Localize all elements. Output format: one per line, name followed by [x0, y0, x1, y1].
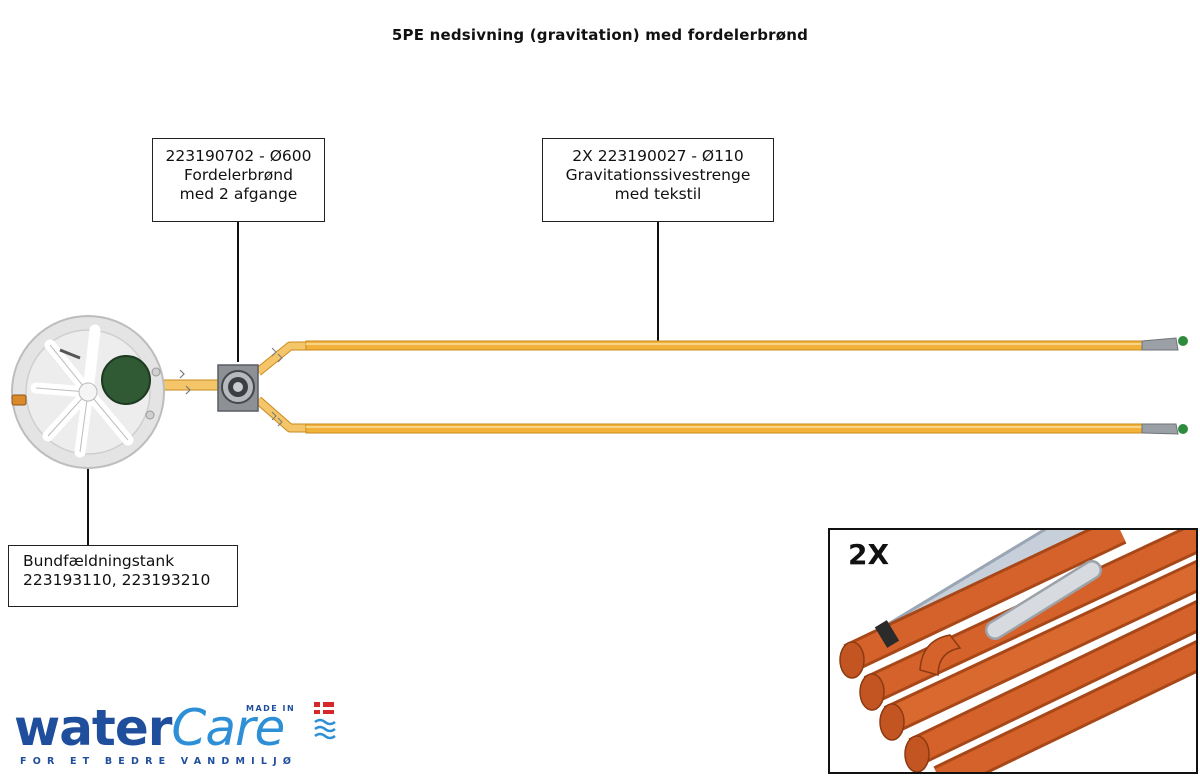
label-strands-line2: Gravitationssivestrenge [565, 166, 751, 184]
inset-count-label: 2X [848, 538, 890, 571]
distribution-well [217, 364, 259, 412]
label-septic-tank: Bundfældningstank 223193110, 223193210 [8, 545, 238, 607]
label-seepage-strands: 2X 223190027 - Ø110 Gravitationssivestre… [542, 138, 774, 222]
seepage-strand-lower [305, 423, 1188, 435]
label-distribution-well: 223190702 - Ø600 Fordelerbrønd med 2 afg… [152, 138, 325, 222]
end-cap-upper [1178, 336, 1188, 346]
logo-word-water: water [14, 699, 172, 757]
watercare-logo: waterCare MADE IN FOR ET BEDRE VANDMILJØ [14, 699, 336, 770]
label-well-line1: 223190702 - Ø600 [165, 147, 312, 165]
septic-tank [11, 315, 165, 469]
label-strands-line3: med tekstil [614, 185, 702, 203]
logo-made-in: MADE IN [246, 704, 296, 713]
tank-lid [101, 355, 151, 405]
label-tank-line2: 223193110, 223193210 [23, 571, 211, 589]
pipe-kit-inset: 2X [828, 528, 1198, 774]
branch-pipes [255, 341, 310, 433]
waves-icon [314, 718, 336, 740]
danish-flag-icon [314, 702, 334, 714]
diagram-title: 5PE nedsivning (gravitation) med fordele… [391, 26, 809, 44]
logo-tagline: FOR ET BEDRE VANDMILJØ [20, 756, 298, 767]
pipe-bundle-illustration [839, 530, 1196, 772]
label-well-line2: Fordelerbrønd [184, 166, 293, 184]
label-well-line3: med 2 afgange [179, 185, 298, 203]
label-tank-line1: Bundfældningstank [23, 552, 175, 570]
label-strands-line1: 2X 223190027 - Ø110 [572, 147, 744, 165]
seepage-strand-upper [305, 336, 1188, 351]
logo-word-care: Care [171, 699, 285, 757]
end-cap-lower [1178, 424, 1188, 434]
